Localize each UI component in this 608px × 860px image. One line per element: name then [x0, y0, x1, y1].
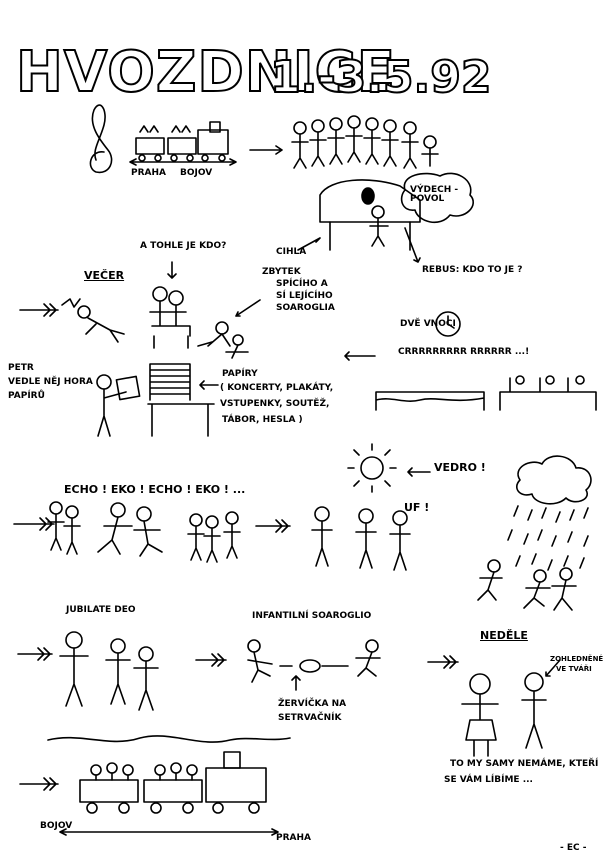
page-title: HVOZDNICE — [15, 39, 396, 106]
dialog-bubble-text: VÝDECH - POVOL — [410, 185, 459, 204]
papers-line-1: PAPÍRY — [222, 369, 258, 379]
note-line-2: SETRVAČNÍK — [278, 713, 342, 723]
petr-figure — [96, 374, 141, 437]
rain-cloud-icon — [507, 455, 592, 571]
alarm-clock-icon — [435, 311, 461, 337]
sunday-label-2: VE TVÁŘI — [556, 665, 592, 673]
jubilate-figures — [59, 631, 159, 711]
arrow-icon — [407, 467, 431, 477]
route-bottom-end: PRAHA — [276, 833, 311, 843]
infantile-title: INFANTILNÍ SOAROGLIO — [252, 611, 372, 621]
arrow-icon — [249, 145, 283, 155]
group-sitting — [149, 286, 249, 359]
running-figures — [477, 559, 577, 611]
rest-line-2: SPÍCÍHO A — [276, 279, 328, 289]
jubilate-label: JUBILATE DEO — [66, 605, 136, 615]
arrow-icon — [167, 261, 177, 279]
trip-date: 1.-3.5.92 — [269, 51, 492, 104]
treble-clef-icon — [89, 104, 113, 174]
signature: - EC - — [560, 843, 587, 853]
petr-line-2: VEDLE NĚJ HORA — [8, 377, 93, 387]
arrow-icon — [13, 517, 55, 531]
petr-line-1: PETR — [8, 363, 34, 373]
paper-stack — [147, 363, 215, 437]
train-bottom-icon — [47, 735, 291, 836]
petr-line-3: PAPÍRŮ — [8, 391, 45, 401]
echo-figures — [47, 501, 241, 563]
guess-label: CIHLA — [276, 247, 307, 257]
sigh-label: UF ! — [404, 501, 430, 514]
arrow-icon — [291, 675, 301, 691]
route-bottom-start: BOJOV — [40, 821, 73, 831]
arrow-icon — [235, 299, 261, 317]
route-end-label: BOJOV — [180, 168, 213, 178]
train-top-icon — [129, 121, 237, 166]
who-question: A TOHLE JE KDO? — [140, 241, 227, 251]
puzzle-label: REBUS: KDO TO JE ? — [422, 265, 523, 275]
arrow-icon — [17, 647, 53, 661]
alarm-line-2: CRRRRRRRRR RRRRRR ...! — [398, 347, 530, 357]
echo-text: ECHO ! EKO ! ECHO ! EKO ! ... — [64, 483, 246, 496]
rest-line-1: ZBYTEK — [262, 267, 301, 277]
sunday-title: NEDĚLE — [480, 629, 528, 642]
sleeping-figure — [77, 305, 125, 343]
arrow-icon — [199, 380, 219, 390]
rest-line-3: SÍ LEJÍCÍHO — [276, 291, 333, 301]
sunday-figures — [461, 659, 561, 757]
papers-line-4: TÁBOR, HESLA ) — [222, 415, 303, 425]
sunday-label-1: ZOHLEDNĚNÉ — [550, 655, 604, 663]
bunk-beds — [375, 375, 597, 411]
arrow-icon — [19, 777, 59, 791]
arrow-icon — [427, 655, 459, 669]
heat-label: VEDRO ! — [434, 461, 486, 474]
piano-scene — [297, 172, 474, 263]
infantile-scene — [247, 639, 381, 683]
arrow-icon — [195, 653, 227, 667]
note-line-1: ŽERVÍČKA NA — [278, 699, 347, 709]
sunday-caption-1: TO MY SAMY NEMÁME, KTEŘÍ — [450, 759, 599, 769]
arrow-icon — [19, 303, 59, 317]
arrow-icon — [255, 519, 291, 533]
papers-line-3: VSTUPENKY, SOUTĚŽ, — [220, 399, 330, 409]
arrow-icon — [344, 351, 376, 361]
papers-line-2: ( KONCERTY, PLAKÁTY, — [220, 383, 334, 393]
rest-line-4: SOAROGLIA — [276, 303, 335, 313]
choir-figures — [291, 115, 439, 169]
evening-title: VEČER — [84, 269, 125, 282]
alarm-line-1: DVĚ VNOCI — [400, 319, 456, 329]
route-start-label: PRAHA — [131, 168, 166, 178]
sun-icon — [347, 443, 397, 493]
sunday-caption-2: SE VÁM LÍBÍME ... — [444, 775, 533, 785]
hot-figures — [311, 506, 411, 571]
